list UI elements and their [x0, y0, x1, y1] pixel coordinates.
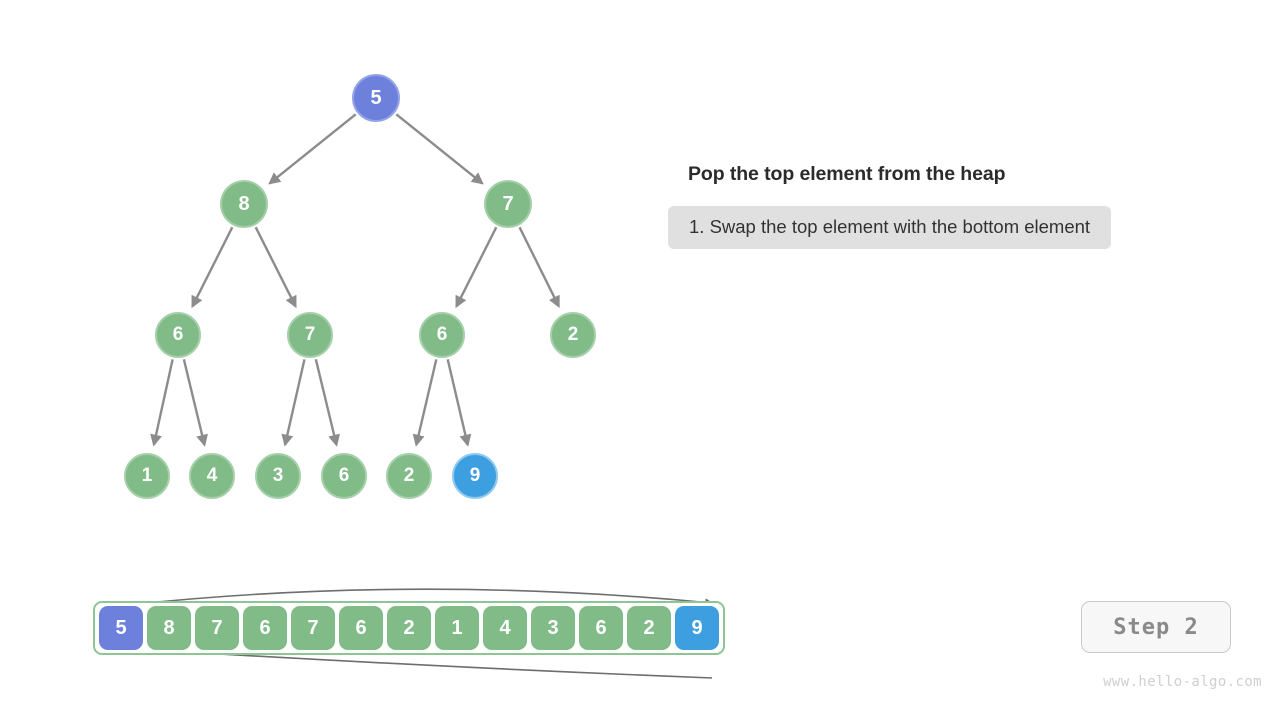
tree-edge-n5-n12: [446, 359, 472, 447]
tree-node-7-n2: 7: [484, 180, 532, 228]
array-cell-1: 8: [147, 606, 191, 650]
panel-title: Pop the top element from the heap: [688, 163, 1006, 185]
array-cell-8: 4: [483, 606, 527, 650]
tree-node-1-n7: 1: [124, 453, 170, 499]
tree-node-6-n10: 6: [321, 453, 367, 499]
tree-edge-n5-n11: [412, 359, 438, 447]
instruction-panel: Pop the top element from the heap 1. Swa…: [668, 163, 1248, 249]
array-cell-4: 7: [291, 606, 335, 650]
tree-node-7-n4: 7: [287, 312, 333, 358]
tree-node-2-n6: 2: [550, 312, 596, 358]
tree-edge-n3-n8: [182, 359, 208, 447]
array-cell-2: 7: [195, 606, 239, 650]
tree-node-9-n12: 9: [452, 453, 498, 499]
watermark: www.hello-algo.com: [1103, 674, 1262, 690]
array-cell-7: 1: [435, 606, 479, 650]
step-badge: Step 2: [1081, 601, 1231, 653]
tree-edge-n1-n4: [254, 226, 297, 309]
tree-edge-n4-n10: [314, 359, 340, 447]
array-cell-3: 6: [243, 606, 287, 650]
array-cell-5: 6: [339, 606, 383, 650]
tree-edge-n2-n6: [518, 226, 560, 309]
array-cell-12: 9: [675, 606, 719, 650]
tree-node-4-n8: 4: [189, 453, 235, 499]
tree-edge-n0-n1: [268, 113, 357, 185]
tree-edge-n3-n7: [150, 359, 174, 447]
tree-node-3-n9: 3: [255, 453, 301, 499]
instruction-step-1: 1. Swap the top element with the bottom …: [668, 206, 1112, 249]
tree-node-2-n11: 2: [386, 453, 432, 499]
array-cell-0: 5: [99, 606, 143, 650]
array-cell-9: 3: [531, 606, 575, 650]
tree-node-5-n0: 5: [352, 74, 400, 122]
array-cell-10: 6: [579, 606, 623, 650]
tree-node-6-n3: 6: [155, 312, 201, 358]
tree-node-6-n5: 6: [419, 312, 465, 358]
tree-edge-n1-n3: [191, 226, 234, 309]
tree-edge-n0-n2: [395, 113, 484, 185]
array-cell-6: 2: [387, 606, 431, 650]
array-cell-11: 2: [627, 606, 671, 650]
tree-edge-n4-n9: [281, 359, 306, 447]
tree-edge-n2-n5: [455, 226, 498, 309]
tree-node-8-n1: 8: [220, 180, 268, 228]
